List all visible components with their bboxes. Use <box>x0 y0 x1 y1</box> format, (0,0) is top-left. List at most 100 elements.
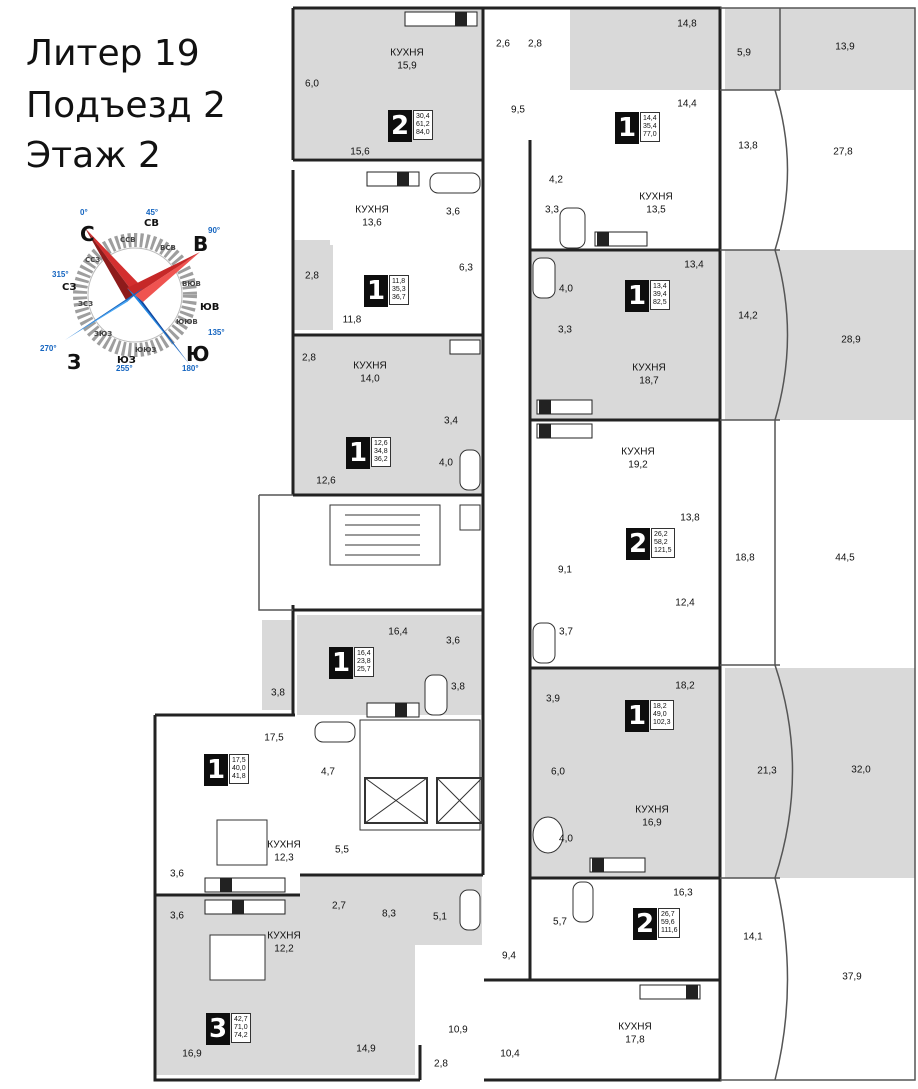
room-area: 16,3 <box>673 887 693 899</box>
ring-ssw: ЮЮЗ <box>135 346 157 354</box>
room-area: 14,0 <box>360 373 380 385</box>
room-area: 3,7 <box>559 626 573 638</box>
apartment-rooms-badge: 2 <box>388 110 412 142</box>
room-area: 6,0 <box>305 78 319 90</box>
room-area: 28,9 <box>841 334 861 346</box>
deg-n: 0° <box>80 208 88 217</box>
room-area: 14,9 <box>356 1043 376 1055</box>
ring-ese: ВЮВ <box>182 280 201 288</box>
room-area: 3,9 <box>546 693 560 705</box>
ring-ene: ВСВ <box>160 244 176 252</box>
deg-nw: 315° <box>52 270 69 279</box>
room-area: 4,0 <box>559 283 573 295</box>
room-area: 2,6 <box>496 38 510 50</box>
room-area: 8,3 <box>382 908 396 920</box>
room-area: 10,9 <box>448 1024 468 1036</box>
kitchen-label: КУХНЯ <box>267 839 301 851</box>
room-area: 15,6 <box>350 146 370 158</box>
room-area: 3,3 <box>558 324 572 336</box>
compass-sw: ЮЗ <box>117 355 136 366</box>
header-entrance: Подъезд 2 <box>26 85 226 126</box>
room-area: 18,2 <box>675 680 695 692</box>
room-area: 5,1 <box>433 911 447 923</box>
room-area: 2,7 <box>332 900 346 912</box>
room-area: 2,8 <box>528 38 542 50</box>
apartment-rooms-badge: 2 <box>633 908 657 940</box>
kitchen-label: КУХНЯ <box>618 1021 652 1033</box>
room-area: 4,2 <box>549 174 563 186</box>
room-area: 13,5 <box>646 204 666 216</box>
ring-sse: ЮЮВ <box>176 318 198 326</box>
deg-ne: 45° <box>146 208 159 217</box>
compass-north: С <box>80 222 95 246</box>
apartment-rooms-badge: 1 <box>329 647 353 679</box>
room-area: 15,9 <box>397 60 417 72</box>
compass-east: В <box>193 232 209 256</box>
compass-rose-icon <box>65 228 200 365</box>
room-area: 12,6 <box>316 475 336 487</box>
room-area: 3,6 <box>170 868 184 880</box>
room-area: 13,8 <box>680 512 700 524</box>
header-building: Литер 19 <box>26 33 200 74</box>
compass-se: ЮВ <box>200 302 220 313</box>
room-area: 2,8 <box>434 1058 448 1070</box>
room-area: 44,5 <box>835 552 855 564</box>
room-area: 14,2 <box>738 310 758 322</box>
room-area: 3,6 <box>446 206 460 218</box>
apartment-rooms-badge: 1 <box>625 700 649 732</box>
deg-w: 270° <box>40 344 57 353</box>
room-area: 12,2 <box>274 943 294 955</box>
room-area: 6,0 <box>551 766 565 778</box>
kitchen-label: КУХНЯ <box>632 362 666 374</box>
deg-sw: 255° <box>116 364 133 373</box>
room-area: 12,4 <box>675 597 695 609</box>
apartment-rooms-badge: 3 <box>206 1013 230 1045</box>
compass-west: З <box>67 350 82 374</box>
room-area: 6,3 <box>459 262 473 274</box>
room-area: 21,3 <box>757 765 777 777</box>
apartment-rooms-badge: 2 <box>626 528 650 560</box>
room-area: 5,9 <box>737 47 751 59</box>
room-area: 18,8 <box>735 552 755 564</box>
apartment-rooms-badge: 1 <box>625 280 649 312</box>
room-area: 13,4 <box>684 259 704 271</box>
room-area: 4,0 <box>439 457 453 469</box>
room-area: 19,2 <box>628 459 648 471</box>
kitchen-label: КУХНЯ <box>635 804 669 816</box>
room-area: 10,4 <box>500 1048 520 1060</box>
apartment-rooms-badge: 1 <box>364 275 388 307</box>
room-area: 14,4 <box>677 98 697 110</box>
apartment-rooms-badge: 1 <box>346 437 370 469</box>
room-area: 3,8 <box>451 681 465 693</box>
room-area: 12,3 <box>274 852 294 864</box>
kitchen-label: КУХНЯ <box>621 446 655 458</box>
compass-nw: СЗ <box>62 282 77 293</box>
room-area: 16,4 <box>388 626 408 638</box>
kitchen-label: КУХНЯ <box>353 360 387 372</box>
room-area: 3,3 <box>545 204 559 216</box>
room-area: 14,1 <box>743 931 763 943</box>
kitchen-label: КУХНЯ <box>355 204 389 216</box>
room-area: 3,4 <box>444 415 458 427</box>
ring-nnw: ССЗ <box>85 256 101 264</box>
deg-s: 180° <box>182 364 199 373</box>
room-area: 17,8 <box>625 1034 645 1046</box>
kitchen-label: КУХНЯ <box>390 47 424 59</box>
header-floor: Этаж 2 <box>26 135 161 176</box>
room-area: 9,4 <box>502 950 516 962</box>
room-area: 5,7 <box>553 916 567 928</box>
room-area: 13,8 <box>738 140 758 152</box>
room-area: 18,7 <box>639 375 659 387</box>
room-area: 27,8 <box>833 146 853 158</box>
room-area: 2,8 <box>302 352 316 364</box>
